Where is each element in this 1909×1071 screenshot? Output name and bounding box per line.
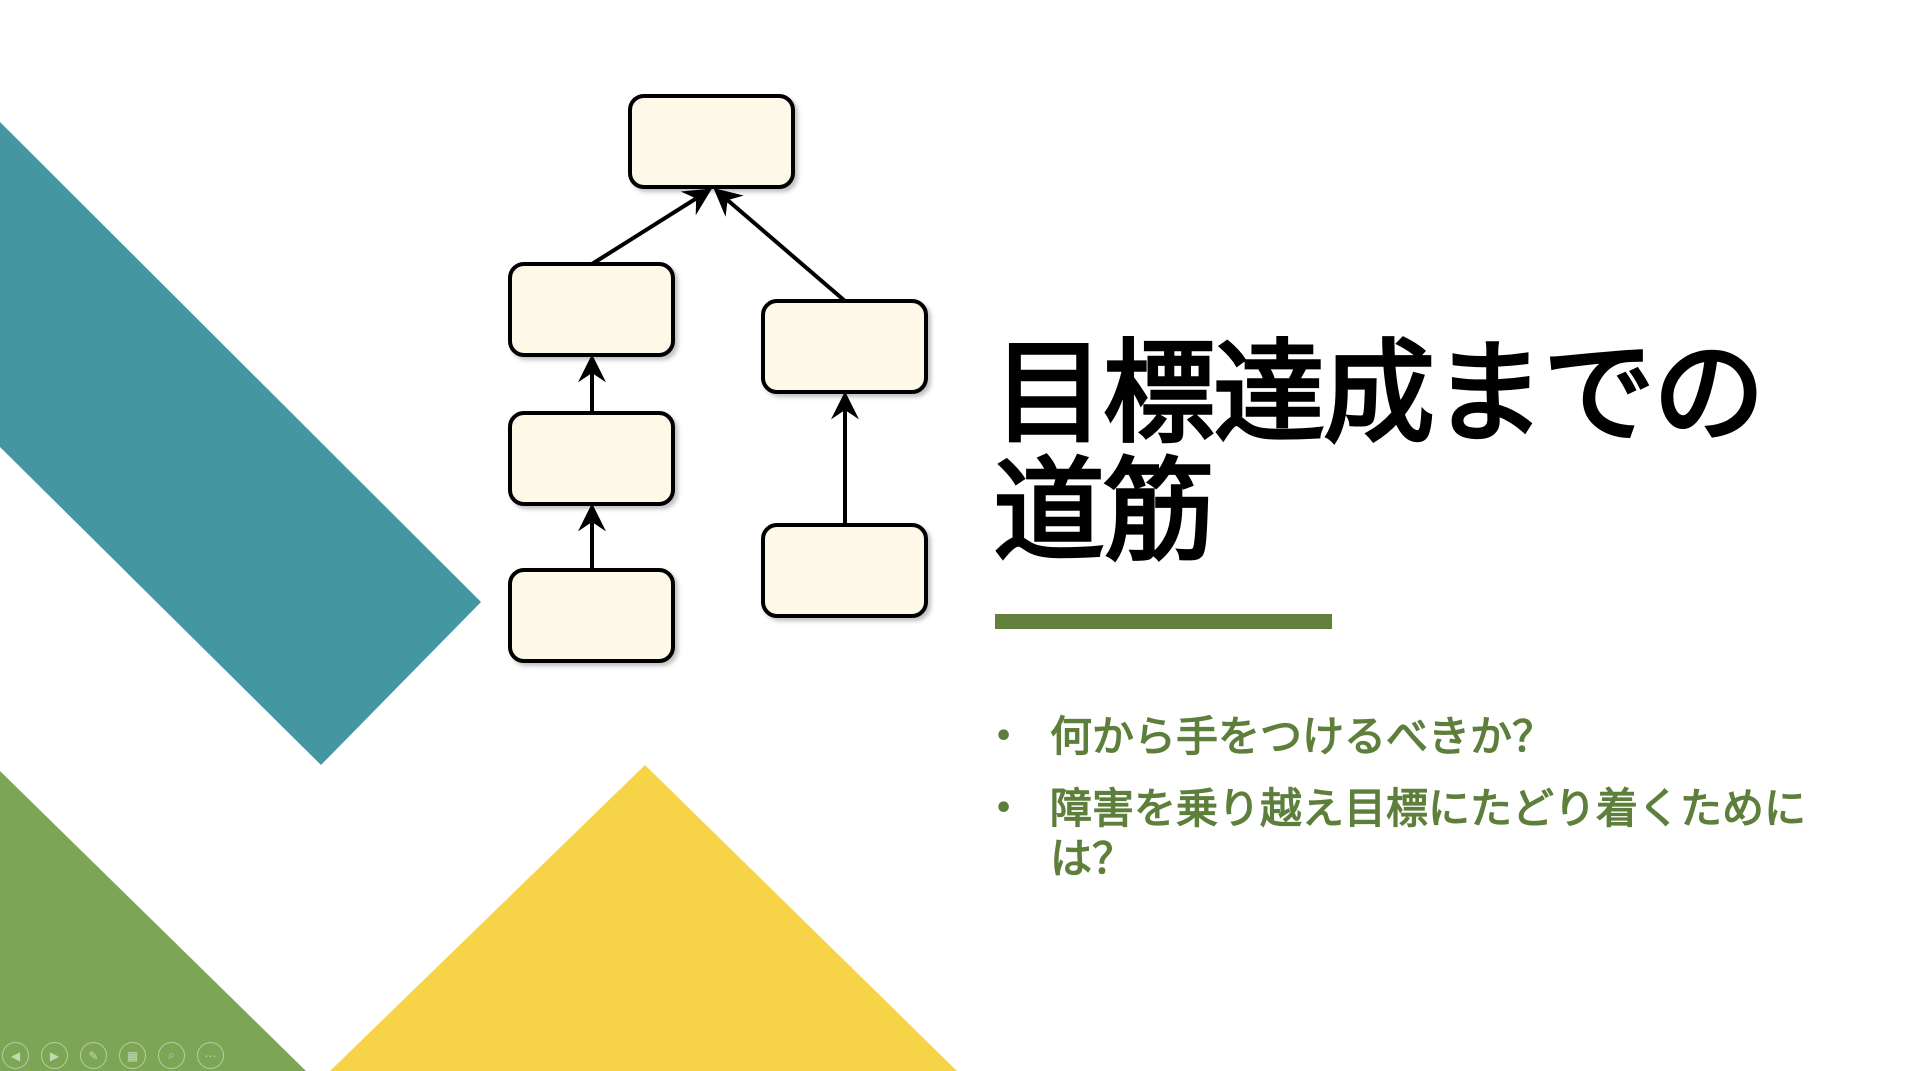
- yellow-triangle: [330, 765, 957, 1071]
- zoom-icon[interactable]: ⌕: [158, 1042, 185, 1069]
- bullet-dot: •: [994, 791, 1014, 826]
- diagram-box-left-3: [508, 568, 675, 663]
- bullet-item: • 何から手をつけるべきか？: [990, 712, 1810, 762]
- title-underline-bar: [995, 614, 1332, 629]
- presenter-controls: ◀ ▶ ✎ ▦ ⌕ ⋯: [2, 1042, 224, 1069]
- bullet-dot: •: [994, 719, 1014, 754]
- green-triangle: [0, 771, 306, 1071]
- bullet-text: 障害を乗り越え目標にたどり着くためには？: [1050, 784, 1807, 883]
- slide-title: 目標達成までの 道筋: [993, 335, 1843, 571]
- diagram-box-top: [628, 94, 795, 189]
- diagram-box-left-1: [508, 262, 675, 357]
- next-icon[interactable]: ▶: [41, 1042, 68, 1069]
- previous-icon[interactable]: ◀: [2, 1042, 29, 1069]
- bullet-list: • 何から手をつけるべきか？ • 障害を乗り越え目標にたどり着くためには？: [990, 712, 1810, 906]
- pen-icon[interactable]: ✎: [80, 1042, 107, 1069]
- arrow: [590, 188, 712, 266]
- diagram-box-right-2: [761, 523, 928, 618]
- title-line-2: 道筋: [993, 447, 1215, 577]
- diagram-box-left-2: [508, 411, 675, 506]
- arrow: [713, 187, 847, 303]
- bullet-item: • 障害を乗り越え目標にたどり着くためには？: [990, 784, 1810, 884]
- bullet-text: 何から手をつけるべきか？: [1050, 712, 1555, 761]
- teal-band: [0, 122, 481, 765]
- title-line-1: 目標達成までの: [993, 329, 1765, 459]
- diagram-box-right-1: [761, 299, 928, 394]
- hierarchy-diagram: [508, 94, 928, 663]
- slides-grid-icon[interactable]: ▦: [119, 1042, 146, 1069]
- more-icon[interactable]: ⋯: [197, 1042, 224, 1069]
